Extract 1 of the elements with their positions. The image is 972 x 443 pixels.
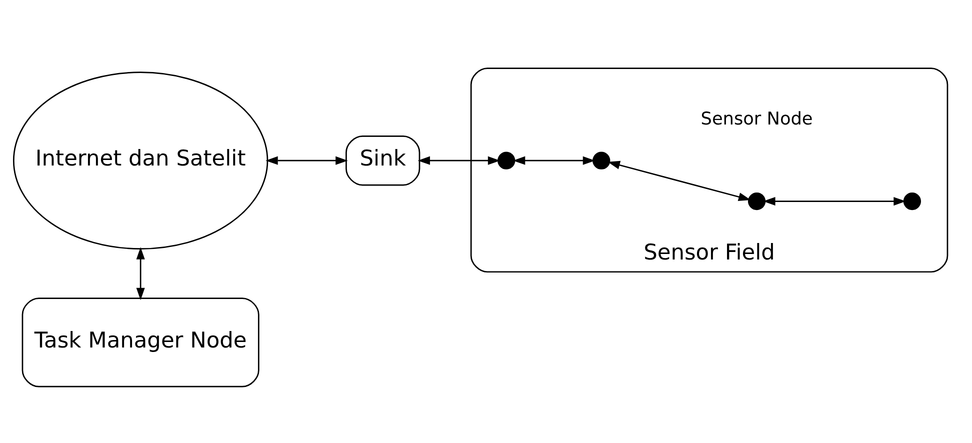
label: Sensor Node [700, 108, 813, 129]
